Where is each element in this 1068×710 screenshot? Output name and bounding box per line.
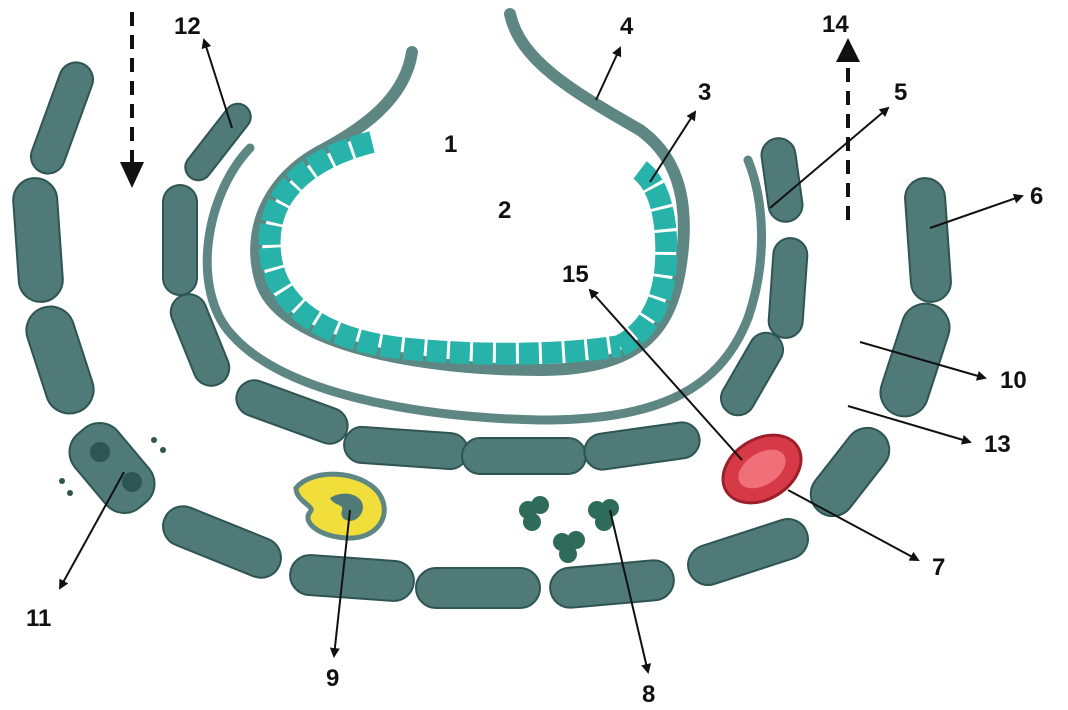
inner-cell: [231, 375, 352, 449]
label-5: 5: [894, 79, 907, 106]
dashed-arrow-up-head: [836, 38, 860, 62]
label-2: 2: [498, 197, 511, 224]
outer-cell: [60, 413, 165, 523]
outer-cell: [548, 559, 675, 610]
label-15: 15: [562, 261, 589, 288]
outer-cell: [12, 177, 65, 304]
outer-cell: [802, 419, 898, 525]
outer-cell: [683, 514, 813, 590]
label-12: 12: [174, 13, 201, 40]
leader-line-12: [204, 40, 232, 128]
outer-cell-layer: [12, 58, 956, 610]
label-10: 10: [1000, 367, 1027, 394]
inner-cell: [165, 289, 234, 391]
platelets: [519, 496, 619, 563]
outer-cell: [904, 177, 953, 303]
erythrocyte: [710, 421, 813, 516]
label-8: 8: [642, 681, 655, 708]
label-1: 1: [444, 131, 457, 158]
inner-cell: [715, 327, 789, 422]
label-7: 7: [932, 554, 945, 581]
inner-cell: [343, 426, 469, 471]
label-11: 11: [26, 605, 51, 632]
epithelium-layer: [620, 170, 666, 346]
outer-cell: [26, 58, 98, 179]
leader-line-4: [596, 48, 620, 100]
outer-cell: [289, 554, 415, 603]
dashed-arrow-down-head: [120, 162, 144, 188]
inner-cell: [163, 185, 197, 295]
label-9: 9: [326, 665, 339, 692]
label-13: 13: [984, 431, 1011, 458]
inner-cell: [582, 420, 702, 472]
outer-cell: [874, 297, 955, 422]
label-4: 4: [620, 13, 634, 40]
leader-line-11: [60, 472, 124, 588]
leukocyte: [296, 474, 384, 538]
outer-cell: [20, 300, 100, 419]
inner-cell: [180, 99, 256, 186]
outer-cell: [157, 500, 287, 584]
inner-cell: [462, 438, 586, 474]
inner-cell: [768, 237, 809, 339]
inner-cell: [759, 136, 804, 224]
label-6: 6: [1030, 183, 1043, 210]
label-3: 3: [698, 79, 711, 106]
epithelium-layer: [270, 142, 620, 354]
outer-cell: [416, 568, 540, 608]
label-14: 14: [822, 11, 849, 38]
